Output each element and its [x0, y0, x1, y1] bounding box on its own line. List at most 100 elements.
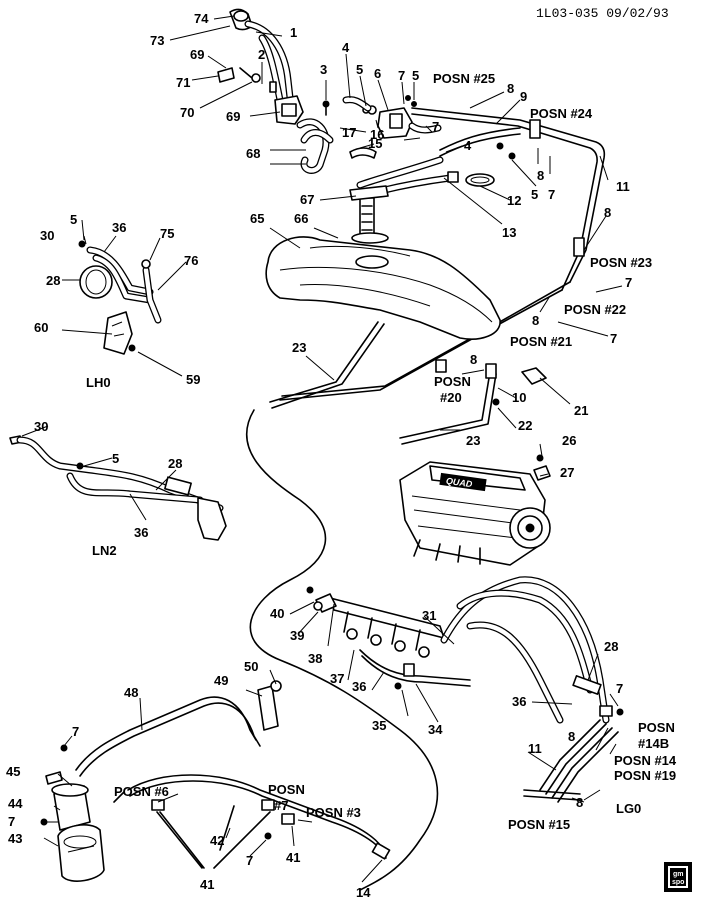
label-49: 49	[214, 673, 228, 688]
label-posn-19: POSN #19	[614, 768, 676, 783]
label-13: 13	[502, 225, 516, 240]
label-36: 36	[512, 694, 526, 709]
label-71: 71	[176, 75, 190, 90]
label-posn: POSN	[268, 782, 305, 797]
label-23: 23	[292, 340, 306, 355]
label-lh0: LH0	[86, 375, 111, 390]
label-41: 41	[286, 850, 300, 865]
label-16: 16	[370, 127, 384, 142]
label-76: 76	[184, 253, 198, 268]
label-8: 8	[537, 168, 544, 183]
tank-straps-23	[269, 321, 547, 445]
label-67: 67	[300, 192, 314, 207]
label-38: 38	[308, 651, 322, 666]
label-41: 41	[200, 877, 214, 892]
label-28: 28	[604, 639, 618, 654]
label-21: 21	[574, 403, 588, 418]
fuel-sender-66	[349, 185, 389, 244]
label-34: 34	[428, 722, 443, 737]
label-69: 69	[190, 47, 204, 62]
vent-hose-68	[296, 118, 334, 174]
label-7: 7	[398, 68, 405, 83]
label-1: 1	[290, 25, 297, 40]
label-50: 50	[244, 659, 258, 674]
label-39: 39	[290, 628, 304, 643]
label-48: 48	[124, 685, 138, 700]
label-ln2: LN2	[92, 543, 117, 558]
label-44: 44	[8, 796, 23, 811]
label-8: 8	[532, 313, 539, 328]
label-posn-24: POSN #24	[530, 106, 593, 121]
label-2: 2	[258, 47, 265, 62]
label-31: 31	[422, 608, 436, 623]
label-posn-21: POSN #21	[510, 334, 572, 349]
label-23: 23	[466, 433, 480, 448]
label-8: 8	[604, 205, 611, 220]
label-43: 43	[8, 831, 22, 846]
label-8: 8	[470, 352, 477, 367]
callout-labels: 74 1 73 2 69 71 70 69 3 4 5 6 7 5 POSN #…	[6, 11, 677, 900]
label-7: 7	[548, 187, 555, 202]
label-4: 4	[342, 40, 350, 55]
label-5: 5	[412, 68, 419, 83]
label-20: #20	[440, 390, 462, 405]
label-74: 74	[194, 11, 209, 26]
label-40: 40	[270, 606, 284, 621]
label-posn-15: POSN #15	[508, 817, 570, 832]
label-11: 11	[528, 741, 542, 756]
section-divider-curve	[246, 409, 439, 891]
engine-block: QUAD	[399, 454, 551, 566]
label-posn: POSN	[434, 374, 471, 389]
label-posn-25: POSN #25	[433, 71, 495, 86]
label-45: 45	[6, 764, 20, 779]
label-7: 7	[246, 853, 253, 868]
label-35: 35	[372, 718, 386, 733]
label-8: 8	[568, 729, 575, 744]
label-posn-14: POSN #14	[614, 753, 677, 768]
label-15: 15	[368, 136, 382, 151]
label-73: 73	[150, 33, 164, 48]
label-69: 69	[226, 109, 240, 124]
engine-brand: QUAD	[445, 476, 473, 490]
label-37: 37	[330, 671, 344, 686]
label-68: 68	[246, 146, 260, 161]
label-28: 28	[46, 273, 60, 288]
label-9: 9	[520, 89, 527, 104]
label-7: 7	[625, 275, 632, 290]
label-6: 6	[374, 66, 381, 81]
label-28: 28	[168, 456, 182, 471]
label-5: 5	[112, 451, 119, 466]
label-7: 7	[432, 119, 439, 134]
label-14: 14	[356, 885, 371, 900]
label-59: 59	[186, 372, 200, 387]
label-posn-6: POSN #6	[114, 784, 169, 799]
label-26: 26	[562, 433, 576, 448]
label-66: 66	[294, 211, 308, 226]
logo-text-spo: spo	[672, 879, 684, 886]
fuel-rail-38	[306, 586, 471, 690]
label-14b: #14B	[638, 736, 669, 751]
label-42: 42	[210, 833, 224, 848]
fuel-filter-44	[40, 771, 105, 882]
diagram-code: 1L03-035 09/02/93	[536, 6, 669, 21]
label-11: 11	[616, 179, 630, 194]
label-7: #7	[274, 798, 288, 813]
label-8: 8	[576, 795, 583, 810]
label-36: 36	[112, 220, 126, 235]
label-4: 4	[464, 138, 472, 153]
label-17: 17	[342, 125, 356, 140]
filler-neck-assembly	[217, 8, 330, 125]
label-7: 7	[616, 681, 623, 696]
label-22: 22	[518, 418, 532, 433]
label-36: 36	[352, 679, 366, 694]
label-12: 12	[507, 193, 521, 208]
label-8: 8	[507, 81, 514, 96]
label-5: 5	[356, 62, 363, 77]
label-5: 5	[70, 212, 77, 227]
label-65: 65	[250, 211, 264, 226]
label-posn: POSN	[638, 720, 675, 735]
gm-spo-logo: gm spo	[664, 862, 692, 892]
lh0-detail	[78, 240, 162, 355]
fuel-tank-65	[265, 236, 501, 340]
